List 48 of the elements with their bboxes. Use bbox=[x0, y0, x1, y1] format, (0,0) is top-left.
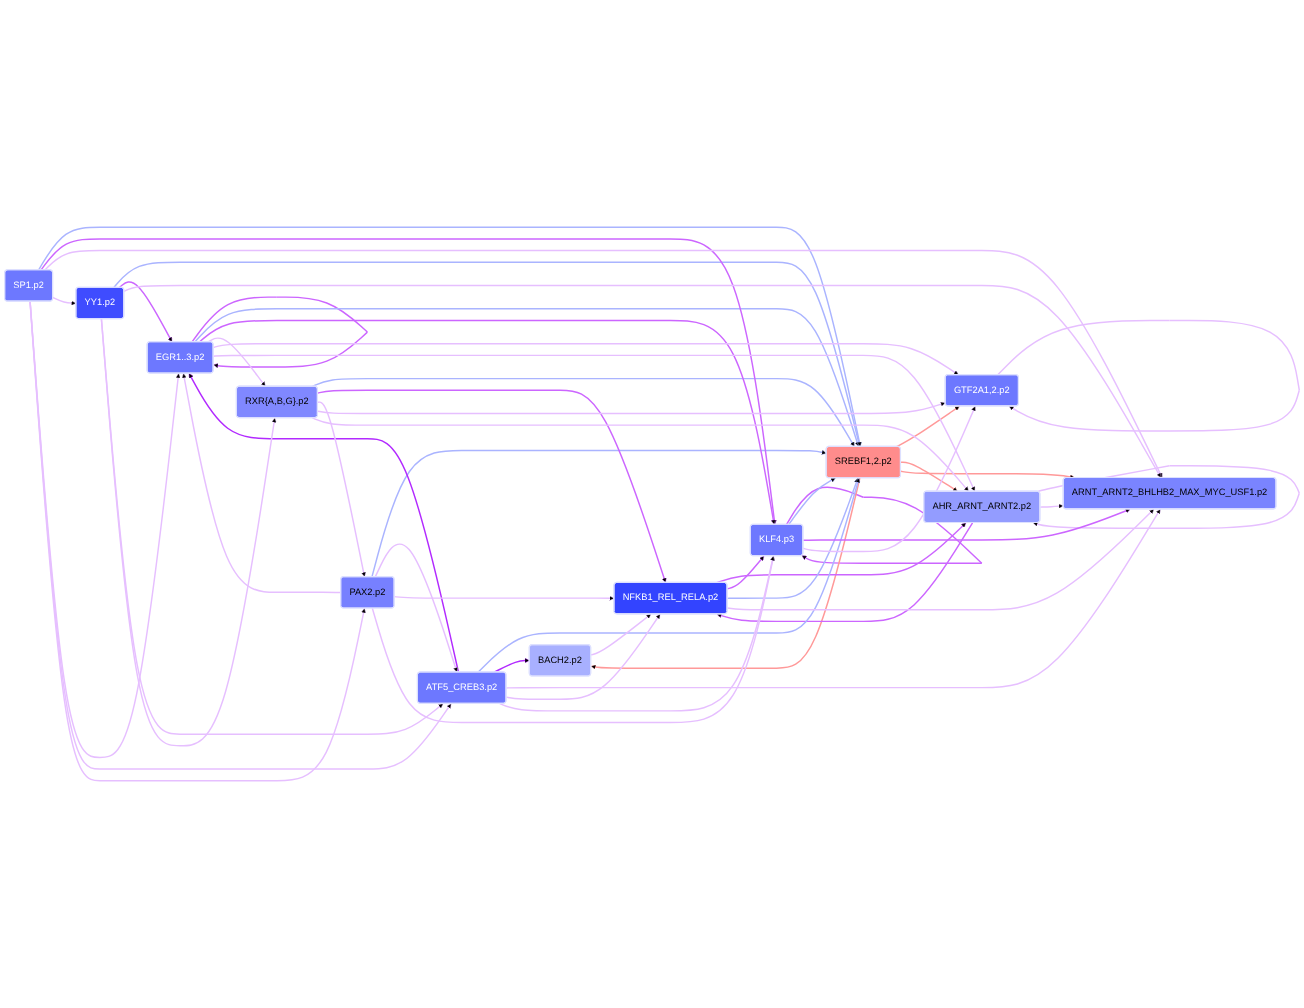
arrow bbox=[726, 555, 765, 590]
arrow bbox=[191, 296, 369, 369]
arrow bbox=[118, 281, 173, 343]
arrow bbox=[499, 555, 775, 712]
arrow bbox=[52, 296, 77, 306]
arrow bbox=[726, 477, 859, 600]
arrow bbox=[317, 401, 367, 578]
arrow bbox=[181, 373, 342, 594]
arrow bbox=[188, 373, 460, 673]
arrow bbox=[371, 555, 776, 724]
arrow bbox=[37, 226, 862, 447]
arrow bbox=[726, 508, 1155, 611]
arrow bbox=[802, 508, 1131, 541]
arrow bbox=[212, 354, 976, 492]
arrow bbox=[374, 543, 458, 673]
arrow bbox=[194, 308, 860, 447]
arrow bbox=[198, 319, 776, 525]
arrow bbox=[371, 449, 827, 578]
arrow bbox=[493, 657, 530, 673]
arrow bbox=[997, 319, 1300, 432]
arrow bbox=[44, 249, 1163, 478]
arrow bbox=[212, 343, 959, 376]
arrow bbox=[311, 417, 969, 492]
arrow bbox=[802, 406, 976, 553]
arrow bbox=[590, 477, 861, 670]
arrow bbox=[207, 337, 266, 387]
arrow bbox=[505, 508, 1161, 689]
arrow bbox=[40, 238, 777, 525]
arrow bbox=[393, 595, 615, 601]
arrow bbox=[787, 477, 836, 526]
arrow bbox=[113, 261, 862, 447]
arrow bbox=[317, 389, 667, 583]
arrow bbox=[123, 284, 1162, 478]
arrow bbox=[1039, 503, 1064, 509]
arrow bbox=[29, 300, 367, 782]
arrow bbox=[590, 613, 652, 656]
arrow bbox=[900, 470, 1075, 480]
arrow bbox=[716, 522, 974, 623]
arrow bbox=[317, 401, 946, 415]
arrow bbox=[100, 318, 444, 735]
arrow bbox=[895, 406, 960, 448]
arrow bbox=[477, 477, 861, 673]
arrow bbox=[785, 486, 983, 564]
arrow bbox=[100, 318, 277, 747]
arrow bbox=[505, 613, 661, 700]
arrow bbox=[900, 461, 958, 492]
arrow bbox=[311, 377, 855, 447]
arrow bbox=[716, 522, 967, 584]
